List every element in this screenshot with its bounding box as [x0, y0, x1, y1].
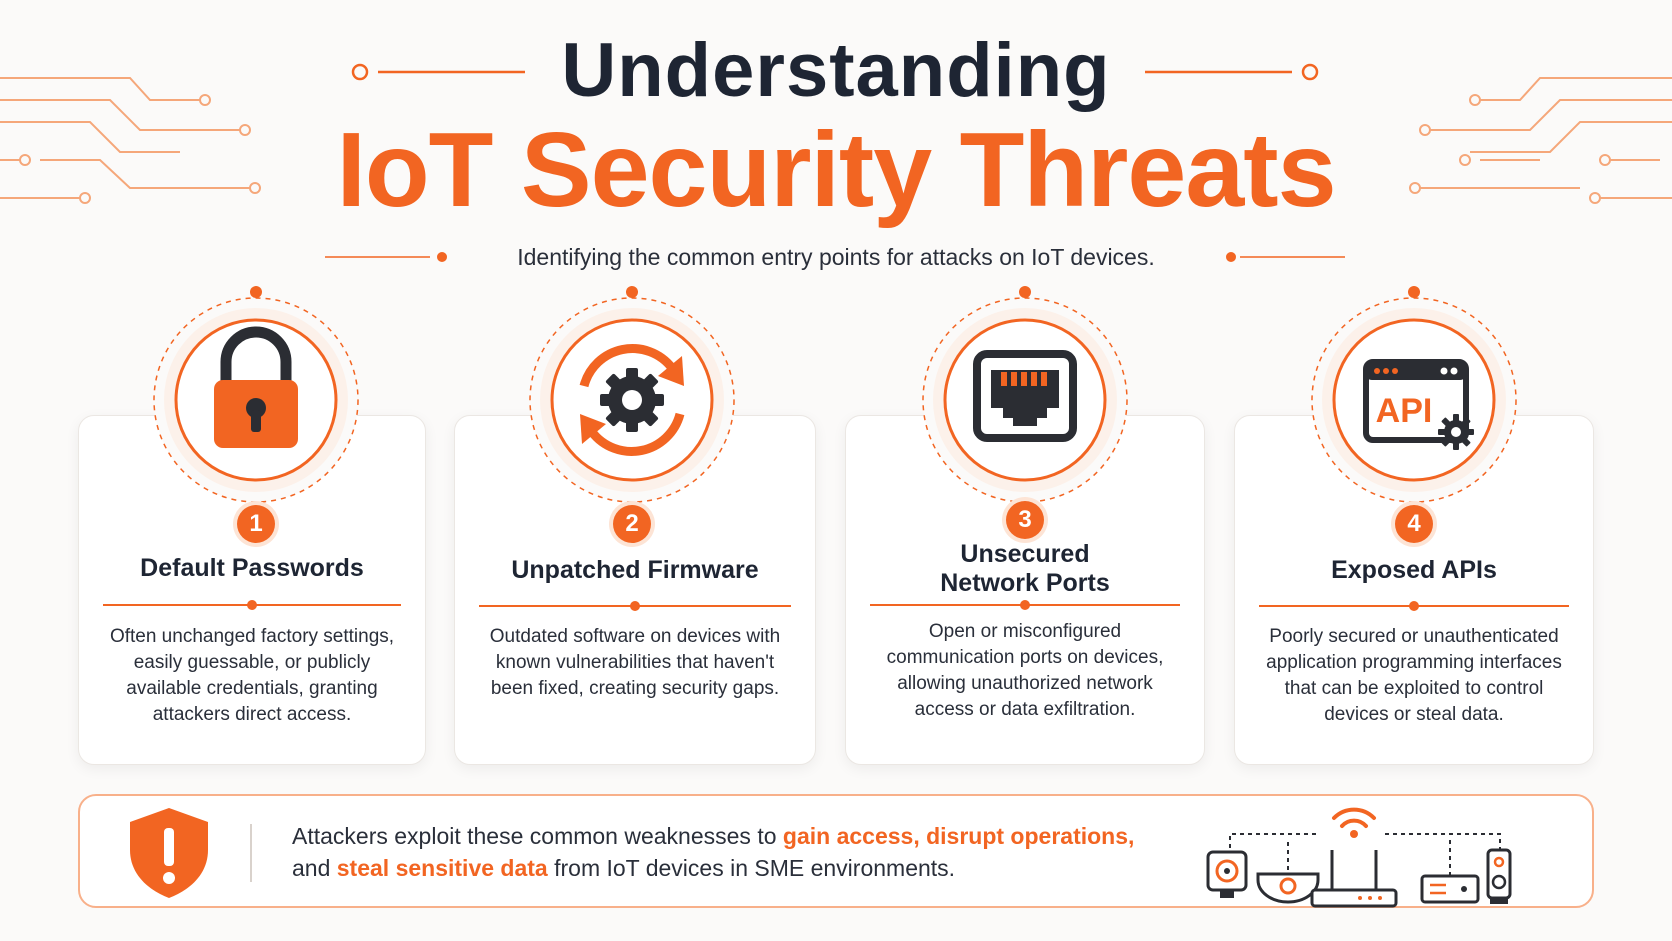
- card-title: Exposed APIs: [1331, 556, 1497, 584]
- card-description: Often unchanged factory settings, easily…: [109, 626, 395, 725]
- threat-number-1: 1: [237, 505, 275, 543]
- shield-alert-icon: [130, 808, 208, 898]
- gear-refresh-icon: [529, 286, 735, 503]
- summary-text-part-2: and: [292, 855, 337, 881]
- card-separator: [1259, 601, 1569, 611]
- padlock-icon: [153, 286, 359, 503]
- threat-number-3: 3: [1006, 501, 1044, 539]
- card-title: Default Passwords: [140, 554, 364, 582]
- card-description: Poorly secured or unauthenticated applic…: [1266, 626, 1562, 725]
- card-separator: [479, 601, 791, 611]
- firmware-icon-circle: [522, 286, 742, 510]
- api-icon-circle: API: [1304, 286, 1524, 510]
- summary-text-part-1: Attackers exploit these common weaknesse…: [292, 823, 783, 849]
- card-separator: [870, 600, 1180, 610]
- summary-panel: Attackers exploit these common weaknesse…: [78, 794, 1594, 908]
- card-title-line-1: Unsecured: [960, 540, 1090, 568]
- card-separator: [103, 600, 401, 610]
- threat-number-2: 2: [613, 505, 651, 543]
- card-title: Unpatched Firmware: [511, 556, 759, 584]
- card-title-line-2: Network Ports: [940, 569, 1110, 597]
- summary-highlight-2: steal sensitive data: [336, 855, 548, 881]
- subtitle: Identifying the common entry points for …: [517, 244, 1155, 270]
- network-port-icon-circle: [915, 286, 1135, 510]
- api-window-icon: API: [1311, 286, 1517, 503]
- summary-highlight-1: gain access, disrupt operations,: [782, 823, 1135, 849]
- network-port-icon: [922, 286, 1128, 503]
- threat-number-4: 4: [1395, 505, 1433, 543]
- api-label: API: [1376, 392, 1433, 430]
- summary-text-part-3: from IoT devices in SME environments.: [547, 855, 956, 881]
- card-description: Open or misconfigured communication port…: [886, 621, 1164, 720]
- iot-devices-icon: [1206, 807, 1512, 908]
- title-line-1: Understanding: [561, 28, 1111, 113]
- padlock-icon-circle: [146, 286, 366, 510]
- card-title: Unsecured Network Ports: [846, 540, 1204, 598]
- title-line-2: IoT Security Threats: [336, 111, 1336, 229]
- card-description: Outdated software on devices with known …: [489, 626, 781, 699]
- summary-text: Attackers exploit these common weaknesse…: [292, 820, 1192, 884]
- summary-divider: [250, 824, 252, 882]
